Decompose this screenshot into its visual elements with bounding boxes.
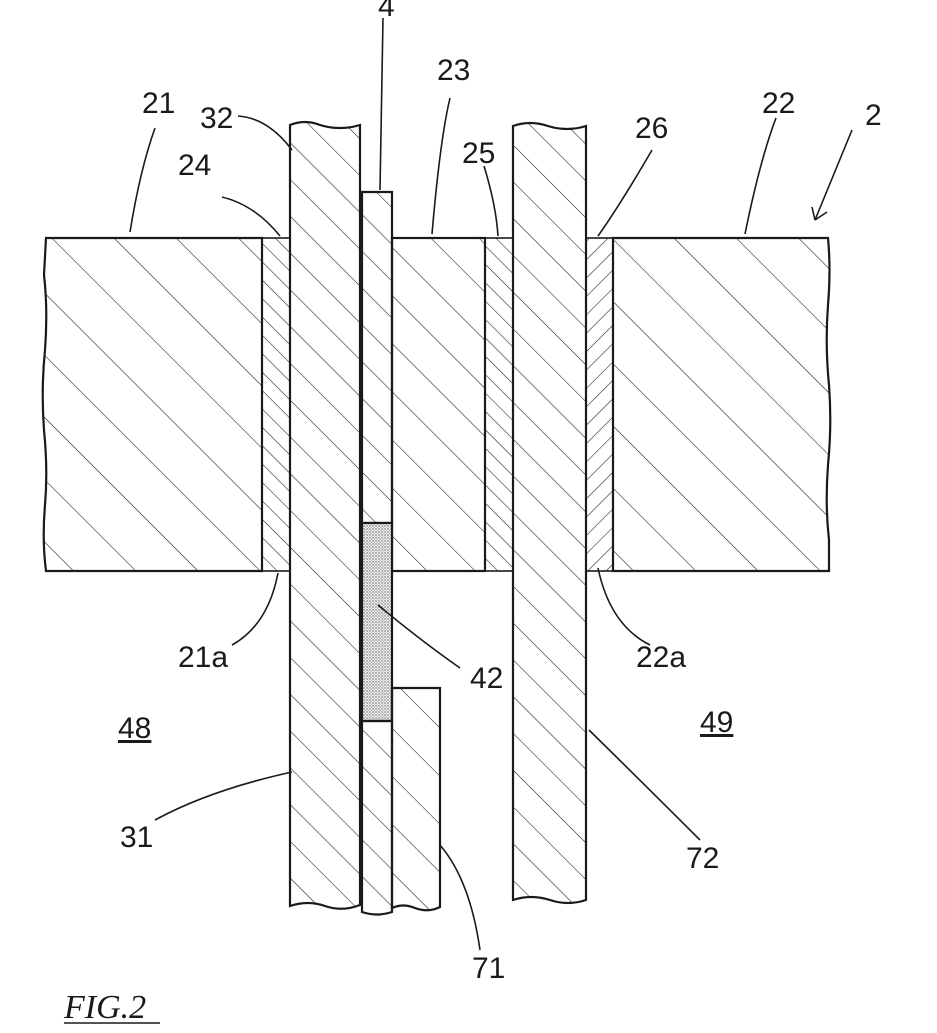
label-4: 4 [378,0,395,23]
label-23: 23 [437,54,470,87]
plate-body-22 [613,238,830,571]
label-71: 71 [472,952,505,985]
conductor-71 [392,688,440,910]
element-4-lower [362,721,392,915]
label-25: 25 [462,137,495,170]
conductor-72 [513,123,586,903]
label-72: 72 [686,842,719,875]
joint-42 [362,523,392,721]
label-48: 48 [118,712,151,745]
label-32: 32 [200,102,233,135]
label-2: 2 [865,99,882,132]
label-26: 26 [635,112,668,145]
conductor-31-32 [290,122,360,909]
seal-26 [586,238,613,571]
seal-24 [262,238,290,571]
label-21: 21 [142,87,175,120]
label-49: 49 [700,706,733,739]
seal-25 [485,238,513,571]
label-24: 24 [178,149,211,182]
label-31: 31 [120,821,153,854]
label-21a: 21a [178,641,228,674]
label-42: 42 [470,662,503,695]
element-4 [362,192,392,523]
figure-caption: FIG.2 [63,989,146,1026]
plate-body-21 [43,238,262,571]
label-22: 22 [762,87,795,120]
plate-body-23 [392,238,485,571]
label-22a: 22a [636,641,686,674]
